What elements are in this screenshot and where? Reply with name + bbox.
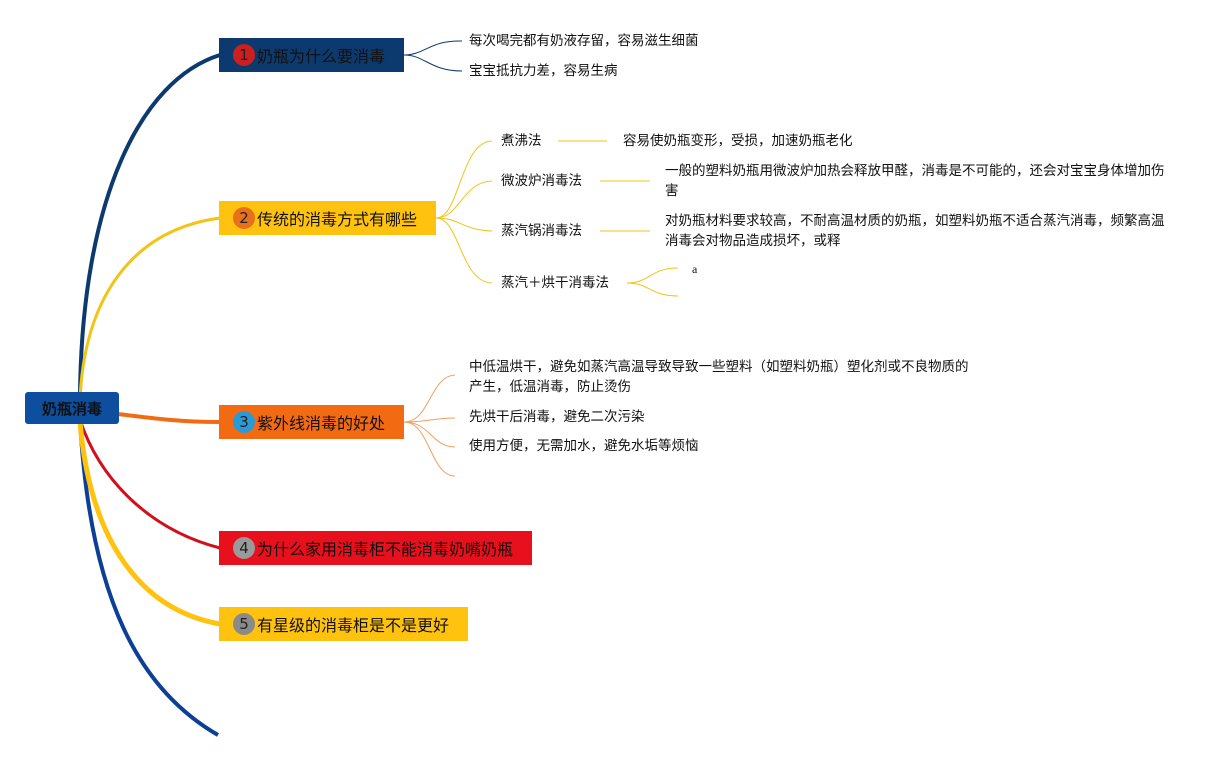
subtopic[interactable]: 先烘干后消毒，避免二次污染 — [469, 409, 645, 425]
topic-label: 传统的消毒方式有哪些 — [257, 210, 418, 229]
number-badge: 4 — [233, 537, 255, 559]
root-label: 奶瓶消毒 — [41, 399, 102, 418]
leaf-line — [403, 421, 456, 448]
topic-4[interactable]: 4 为什么家用消毒柜不能消毒奶嘴奶瓶 — [219, 531, 532, 565]
branch-root-topic2 — [78, 216, 221, 399]
number-badge: 3 — [233, 411, 255, 433]
subtopic-detail[interactable]: 容易使奶瓶变形，受损，加速奶瓶老化 — [623, 133, 853, 149]
subtopic[interactable]: 中低温烘干，避免如蒸汽高温导致导致一些塑料（如塑料奶瓶）塑化剂或不良物质的产生，… — [469, 359, 969, 395]
branch-root-topic1 — [78, 53, 221, 396]
branch-root-topic5 — [77, 421, 221, 627]
leaf-line — [435, 217, 493, 284]
topic-5[interactable]: 5 有星级的消毒柜是不是更好 — [219, 607, 468, 641]
topic-1[interactable]: 1 奶瓶为什么要消毒 — [219, 38, 404, 72]
topic-label: 为什么家用消毒柜不能消毒奶嘴奶瓶 — [257, 540, 514, 559]
leaf-line — [435, 140, 493, 219]
topic-label: 紫外线消毒的好处 — [257, 414, 386, 433]
leaf-line — [435, 180, 493, 219]
subtopic[interactable]: 使用方便，无需加水，避免水垢等烦恼 — [469, 438, 699, 454]
subtopic[interactable]: 每次喝完都有奶液存留，容易滋生细菌 — [469, 33, 699, 49]
number-badge: 2 — [233, 207, 255, 229]
number-badge: 5 — [233, 613, 255, 635]
topic-label: 有星级的消毒柜是不是更好 — [257, 616, 450, 635]
root-topic[interactable]: 奶瓶消毒 — [25, 392, 119, 424]
subtopic[interactable]: 煮沸法 — [501, 133, 542, 149]
subtopic-detail[interactable]: 对奶瓶材料要求较高，不耐高温材质的奶瓶，如塑料奶瓶不适合蒸汽消毒，频繁高温消毒会… — [665, 213, 1165, 249]
subtopic[interactable]: 蒸汽＋烘干消毒法 — [501, 275, 609, 291]
subtopic-detail[interactable]: a — [692, 262, 698, 276]
leaf-line — [403, 421, 456, 477]
branch-root-bottom — [78, 419, 220, 737]
leaf-line — [435, 217, 493, 232]
number-badge: 1 — [233, 44, 255, 66]
topic-3[interactable]: 3 紫外线消毒的好处 — [219, 405, 404, 439]
leaf-line — [626, 282, 679, 297]
leaf-line — [403, 374, 456, 423]
subtopic[interactable]: 蒸汽锅消毒法 — [501, 223, 582, 239]
topic-label: 奶瓶为什么要消毒 — [257, 47, 386, 66]
subtopic[interactable]: 微波炉消毒法 — [501, 173, 582, 189]
leaf-line — [403, 54, 463, 72]
subtopic[interactable]: 宝宝抵抗力差，容易生病 — [469, 63, 618, 79]
leaf-line — [403, 417, 456, 423]
leaf-line — [626, 267, 679, 284]
branch-root-topic3 — [117, 412, 221, 424]
topic-2[interactable]: 2 传统的消毒方式有哪些 — [219, 201, 436, 235]
leaf-line — [403, 40, 463, 56]
subtopic-detail[interactable]: 一般的塑料奶瓶用微波炉加热会释放甲醛，消毒是不可能的，还会对宝宝身体增加伤害 — [665, 163, 1165, 199]
branch-root-topic4 — [78, 419, 221, 550]
